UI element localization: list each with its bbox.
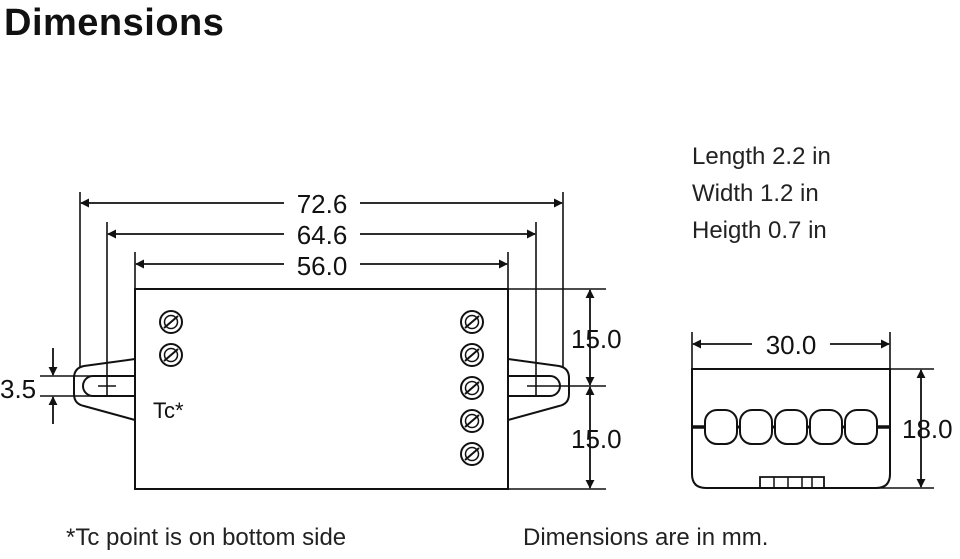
left-hole-center — [98, 377, 116, 395]
page-title: Dimensions — [4, 2, 225, 44]
body-length-label: 56.0 — [297, 251, 348, 281]
screw-icon — [460, 409, 484, 433]
hole-spacing-label: 64.6 — [297, 220, 348, 250]
lower-height-label: 15.0 — [571, 424, 622, 454]
length-spec: Length 2.2 in — [692, 143, 831, 170]
size-specs: Length 2.2 in Width 1.2 in Heigth 0.7 in — [692, 138, 831, 249]
screw-icon — [460, 376, 484, 400]
bottom-tab — [759, 476, 825, 488]
top-body — [134, 288, 509, 490]
slot-width-label: 3.5 — [0, 374, 36, 404]
screw-icon — [460, 442, 484, 466]
screw-icon — [460, 343, 484, 367]
tc-note: *Tc point is on bottom side — [66, 524, 347, 551]
screw-icon — [460, 310, 484, 334]
width-spec: Width 1.2 in — [692, 180, 819, 207]
height-spec: Heigth 0.7 in — [692, 217, 827, 244]
top-view — [40, 192, 606, 490]
screw-icon — [159, 343, 183, 367]
screw-icon — [159, 310, 183, 334]
screw-terminals — [159, 310, 484, 466]
side-view — [691, 332, 934, 489]
tc-label: Tc* — [153, 398, 184, 423]
side-width-label: 30.0 — [766, 330, 817, 360]
right-hole-center — [527, 377, 545, 395]
overall-length-label: 72.6 — [297, 189, 348, 219]
side-height-label: 18.0 — [902, 414, 953, 444]
side-body — [691, 368, 891, 489]
units-note: Dimensions are in mm. — [523, 524, 769, 551]
upper-height-label: 15.0 — [571, 324, 622, 354]
